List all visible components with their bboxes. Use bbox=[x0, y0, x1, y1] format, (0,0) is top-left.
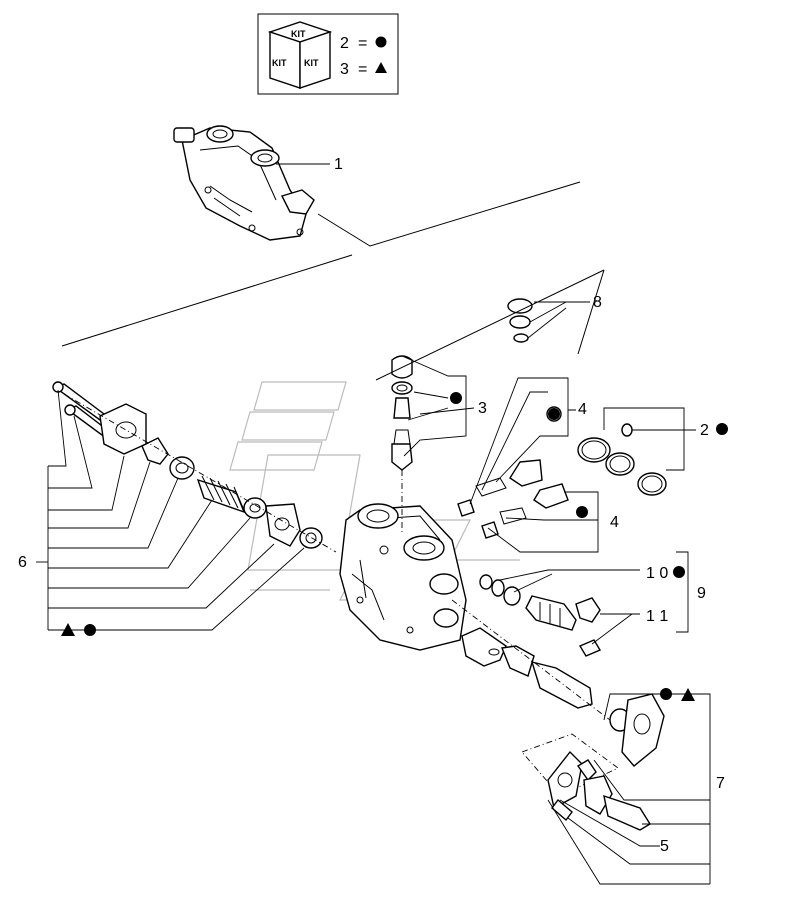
circle-kit-marker-icon bbox=[548, 408, 560, 420]
callout-2: 2 bbox=[700, 422, 709, 439]
callout-4-upper: 4 bbox=[578, 401, 587, 418]
callout-1: 1 bbox=[334, 156, 343, 173]
kit-label-left: KIT bbox=[272, 58, 287, 68]
triangle-kit-marker-icon bbox=[61, 623, 75, 636]
callout-8: 8 bbox=[593, 294, 602, 311]
legend-row-3-equals: = bbox=[358, 61, 367, 78]
circle-kit-marker-icon bbox=[576, 506, 588, 518]
kit-cube-icon: KIT KIT KIT bbox=[267, 21, 333, 89]
triangle-kit-marker-icon bbox=[681, 688, 695, 701]
vertical-plug-stack bbox=[391, 355, 413, 471]
legend-row-2-equals: = bbox=[358, 35, 367, 52]
kit-label-top: KIT bbox=[291, 29, 306, 39]
legend-row-3-number: 3 bbox=[340, 61, 349, 78]
main-spool bbox=[461, 627, 593, 709]
kit-legend: KIT KIT KIT 2 = 3 = bbox=[257, 13, 399, 95]
callout-10: 1 0 bbox=[646, 565, 668, 582]
legend-row-2-number: 2 bbox=[340, 35, 349, 52]
seal-rings-8 bbox=[507, 298, 533, 343]
circle-kit-marker-icon bbox=[716, 423, 728, 435]
circle-kit-symbol-icon bbox=[375, 36, 387, 48]
relief-valve-parts bbox=[479, 574, 602, 657]
circle-kit-marker-icon bbox=[84, 624, 96, 636]
circle-kit-marker-icon bbox=[660, 688, 672, 700]
o-rings-2 bbox=[577, 423, 667, 496]
callout-6: 6 bbox=[18, 554, 27, 571]
callout-9: 9 bbox=[697, 585, 706, 602]
end-cap-plate bbox=[609, 693, 665, 767]
circle-kit-marker-icon bbox=[450, 392, 462, 404]
circle-kit-marker-icon bbox=[673, 566, 685, 578]
callout-4-lower: 4 bbox=[610, 514, 619, 531]
triangle-kit-symbol-icon bbox=[375, 62, 387, 73]
left-spring-assembly bbox=[52, 381, 323, 549]
rear-cap-assembly bbox=[521, 733, 651, 831]
callout-3: 3 bbox=[478, 400, 487, 417]
assembled-valve-thumbnail bbox=[173, 125, 315, 241]
kit-label-right: KIT bbox=[304, 58, 319, 68]
callout-11: 1 1 bbox=[646, 608, 668, 625]
callout-7: 7 bbox=[716, 775, 725, 792]
callout-5: 5 bbox=[660, 838, 669, 855]
valve-body bbox=[339, 503, 467, 651]
